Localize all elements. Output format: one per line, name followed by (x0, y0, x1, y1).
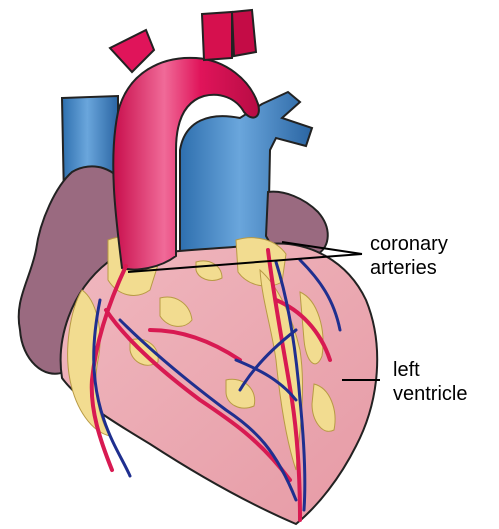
brachiocephalic-artery (110, 30, 154, 72)
ventricle-label-line1: left (393, 358, 467, 382)
left-ventricle-label: left ventricle (393, 358, 467, 406)
coronary-label-line2: arteries (370, 256, 448, 280)
ventricles (61, 244, 378, 524)
coronary-arteries-label: coronary arteries (370, 232, 448, 280)
coronary-label-line1: coronary (370, 232, 448, 256)
left-subclavian-artery (232, 10, 256, 56)
left-carotid-artery (202, 12, 232, 60)
ventricle-label-line2: ventricle (393, 382, 467, 406)
